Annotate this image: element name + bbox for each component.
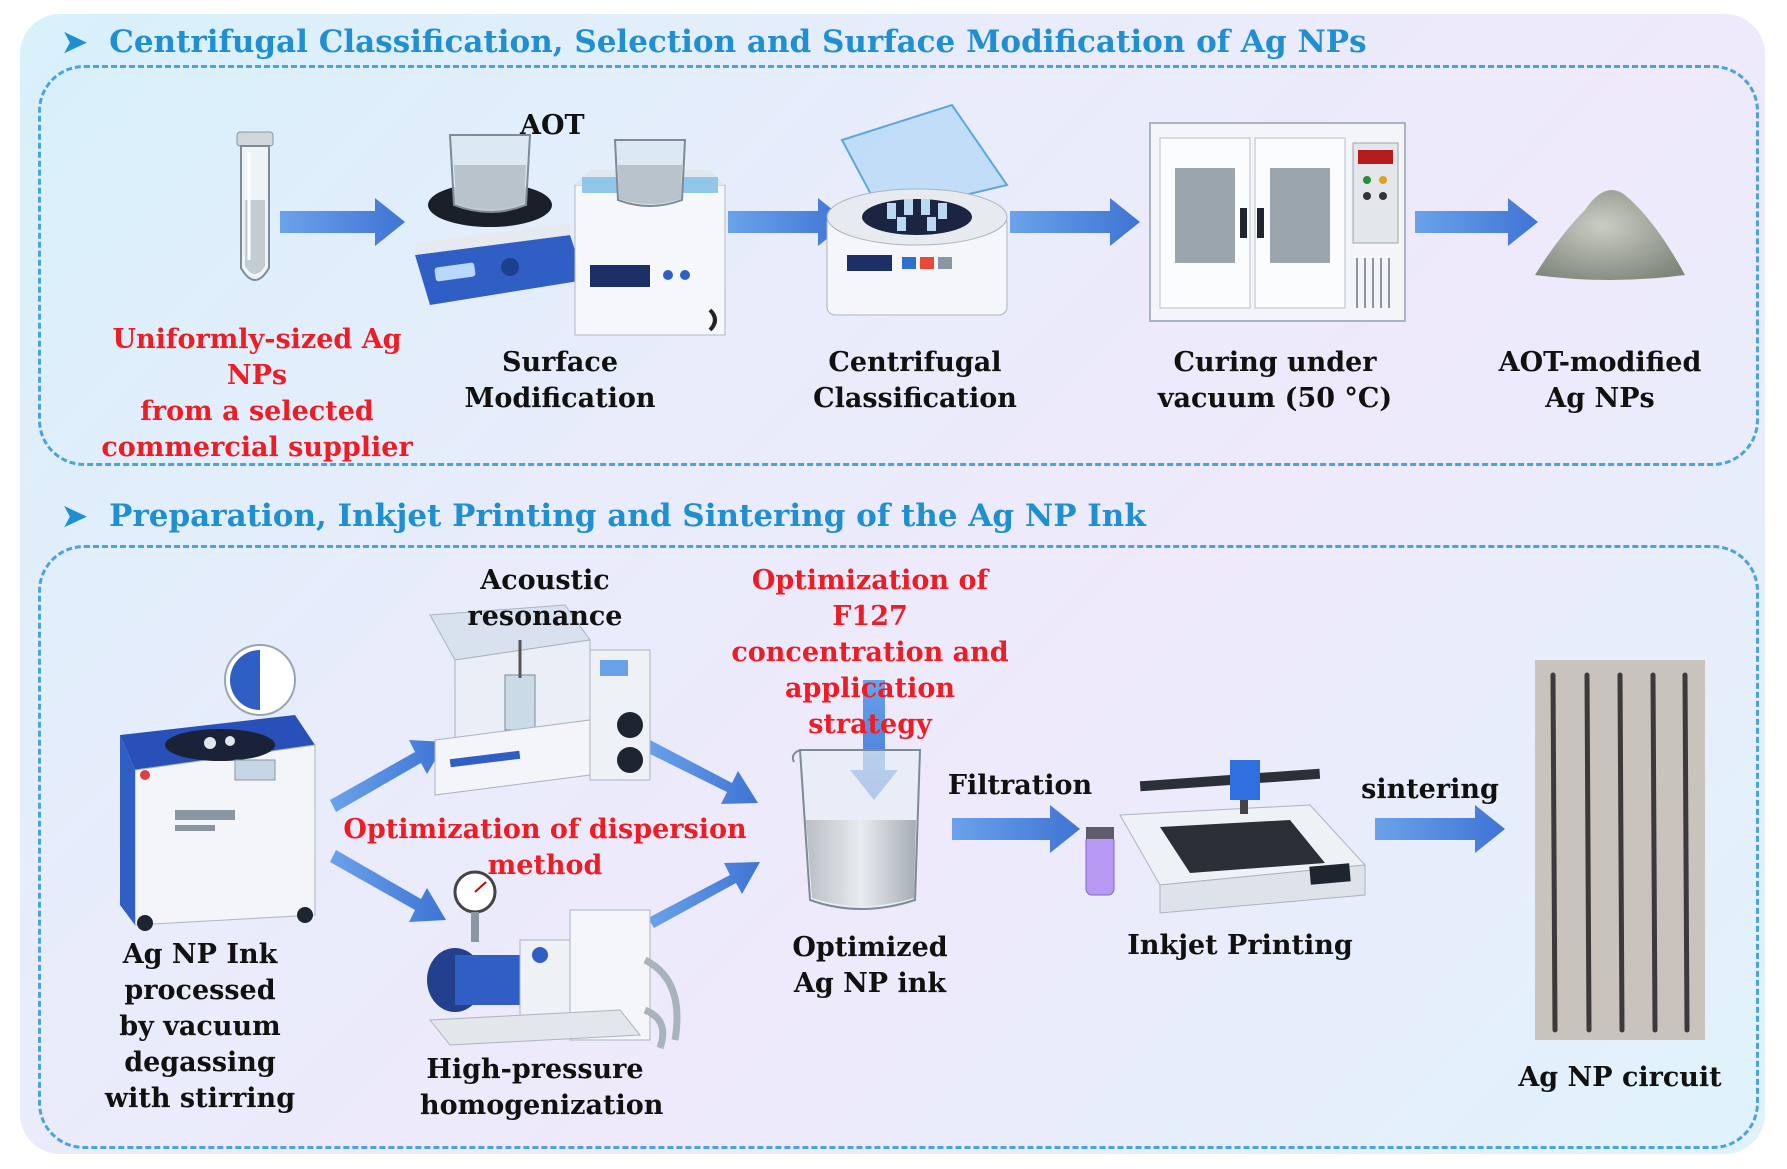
section-2-heading-text: Preparation, Inkjet Printing and Sinteri… [109, 498, 1146, 534]
arrow-bullet-icon: ➤ [62, 24, 88, 60]
centrifuge-icon [826, 103, 1009, 316]
step-4-label: Curing under vacuum (50 °C) [1157, 347, 1393, 414]
section-2-heading: ➤ Preparation, Inkjet Printing and Sinte… [62, 498, 1146, 534]
section-2-frame [38, 545, 1759, 1149]
arrow-right-icon [280, 198, 405, 246]
vacuum-oven-icon [1149, 122, 1406, 322]
section-1-frame [38, 65, 1759, 466]
step-2-label: Surface Modification [464, 347, 656, 414]
filtration-label: Filtration [947, 770, 1093, 801]
section-1-heading: ➤ Centrifugal Classification, Selection … [62, 24, 1367, 60]
optimized-ink-label: Optimized Ag NP ink [792, 932, 948, 999]
arrow-up-right-icon [648, 862, 760, 928]
arrow-right-icon [1415, 198, 1538, 246]
inkjet-printing-label: Inkjet Printing [1127, 930, 1353, 961]
test-tube-icon [236, 131, 274, 281]
powder-pile-icon [1535, 190, 1685, 280]
arrow-right-icon [952, 805, 1080, 853]
step-5-label: AOT-modified Ag NPs [1498, 347, 1702, 414]
ink-beaker-icon [791, 749, 922, 910]
f127-optimization-label: Optimization of F127 concentration and a… [731, 565, 1009, 740]
acoustic-mixer-icon [429, 604, 651, 796]
arrow-right-icon [1010, 198, 1140, 246]
arrow-up-right-icon [330, 740, 446, 812]
step-3-label: Centrifugal Classification [813, 347, 1017, 414]
dispersion-optimization-label: Optimization of dispersion method [343, 814, 747, 881]
sintering-label: sintering [1361, 774, 1499, 805]
homogenizer-icon [427, 870, 681, 1050]
aot-label: AOT [520, 110, 585, 141]
arrow-down-right-icon [644, 740, 758, 804]
degassing-label: Ag NP Ink processed by vacuum degassing … [104, 939, 296, 1114]
arrow-right-icon [728, 198, 848, 246]
homogenization-label: High-pressure homogenization [420, 1054, 664, 1121]
acoustic-resonance-label: Acoustic resonance [467, 565, 623, 632]
circuit-label: Ag NP circuit [1518, 1062, 1722, 1093]
section-1-heading-text: Centrifugal Classification, Selection an… [109, 24, 1367, 60]
circuit-sample-icon [1535, 660, 1705, 1040]
arrow-right-icon [1375, 805, 1505, 853]
arrow-bullet-icon: ➤ [62, 498, 88, 534]
stirrer-and-bath-icon [415, 134, 726, 336]
arrow-down-right-icon [330, 850, 446, 922]
inkjet-printer-icon [1085, 760, 1367, 914]
step-1-label: Uniformly-sized Ag NPs from a selected c… [101, 324, 413, 463]
vacuum-mixer-icon [120, 644, 316, 931]
